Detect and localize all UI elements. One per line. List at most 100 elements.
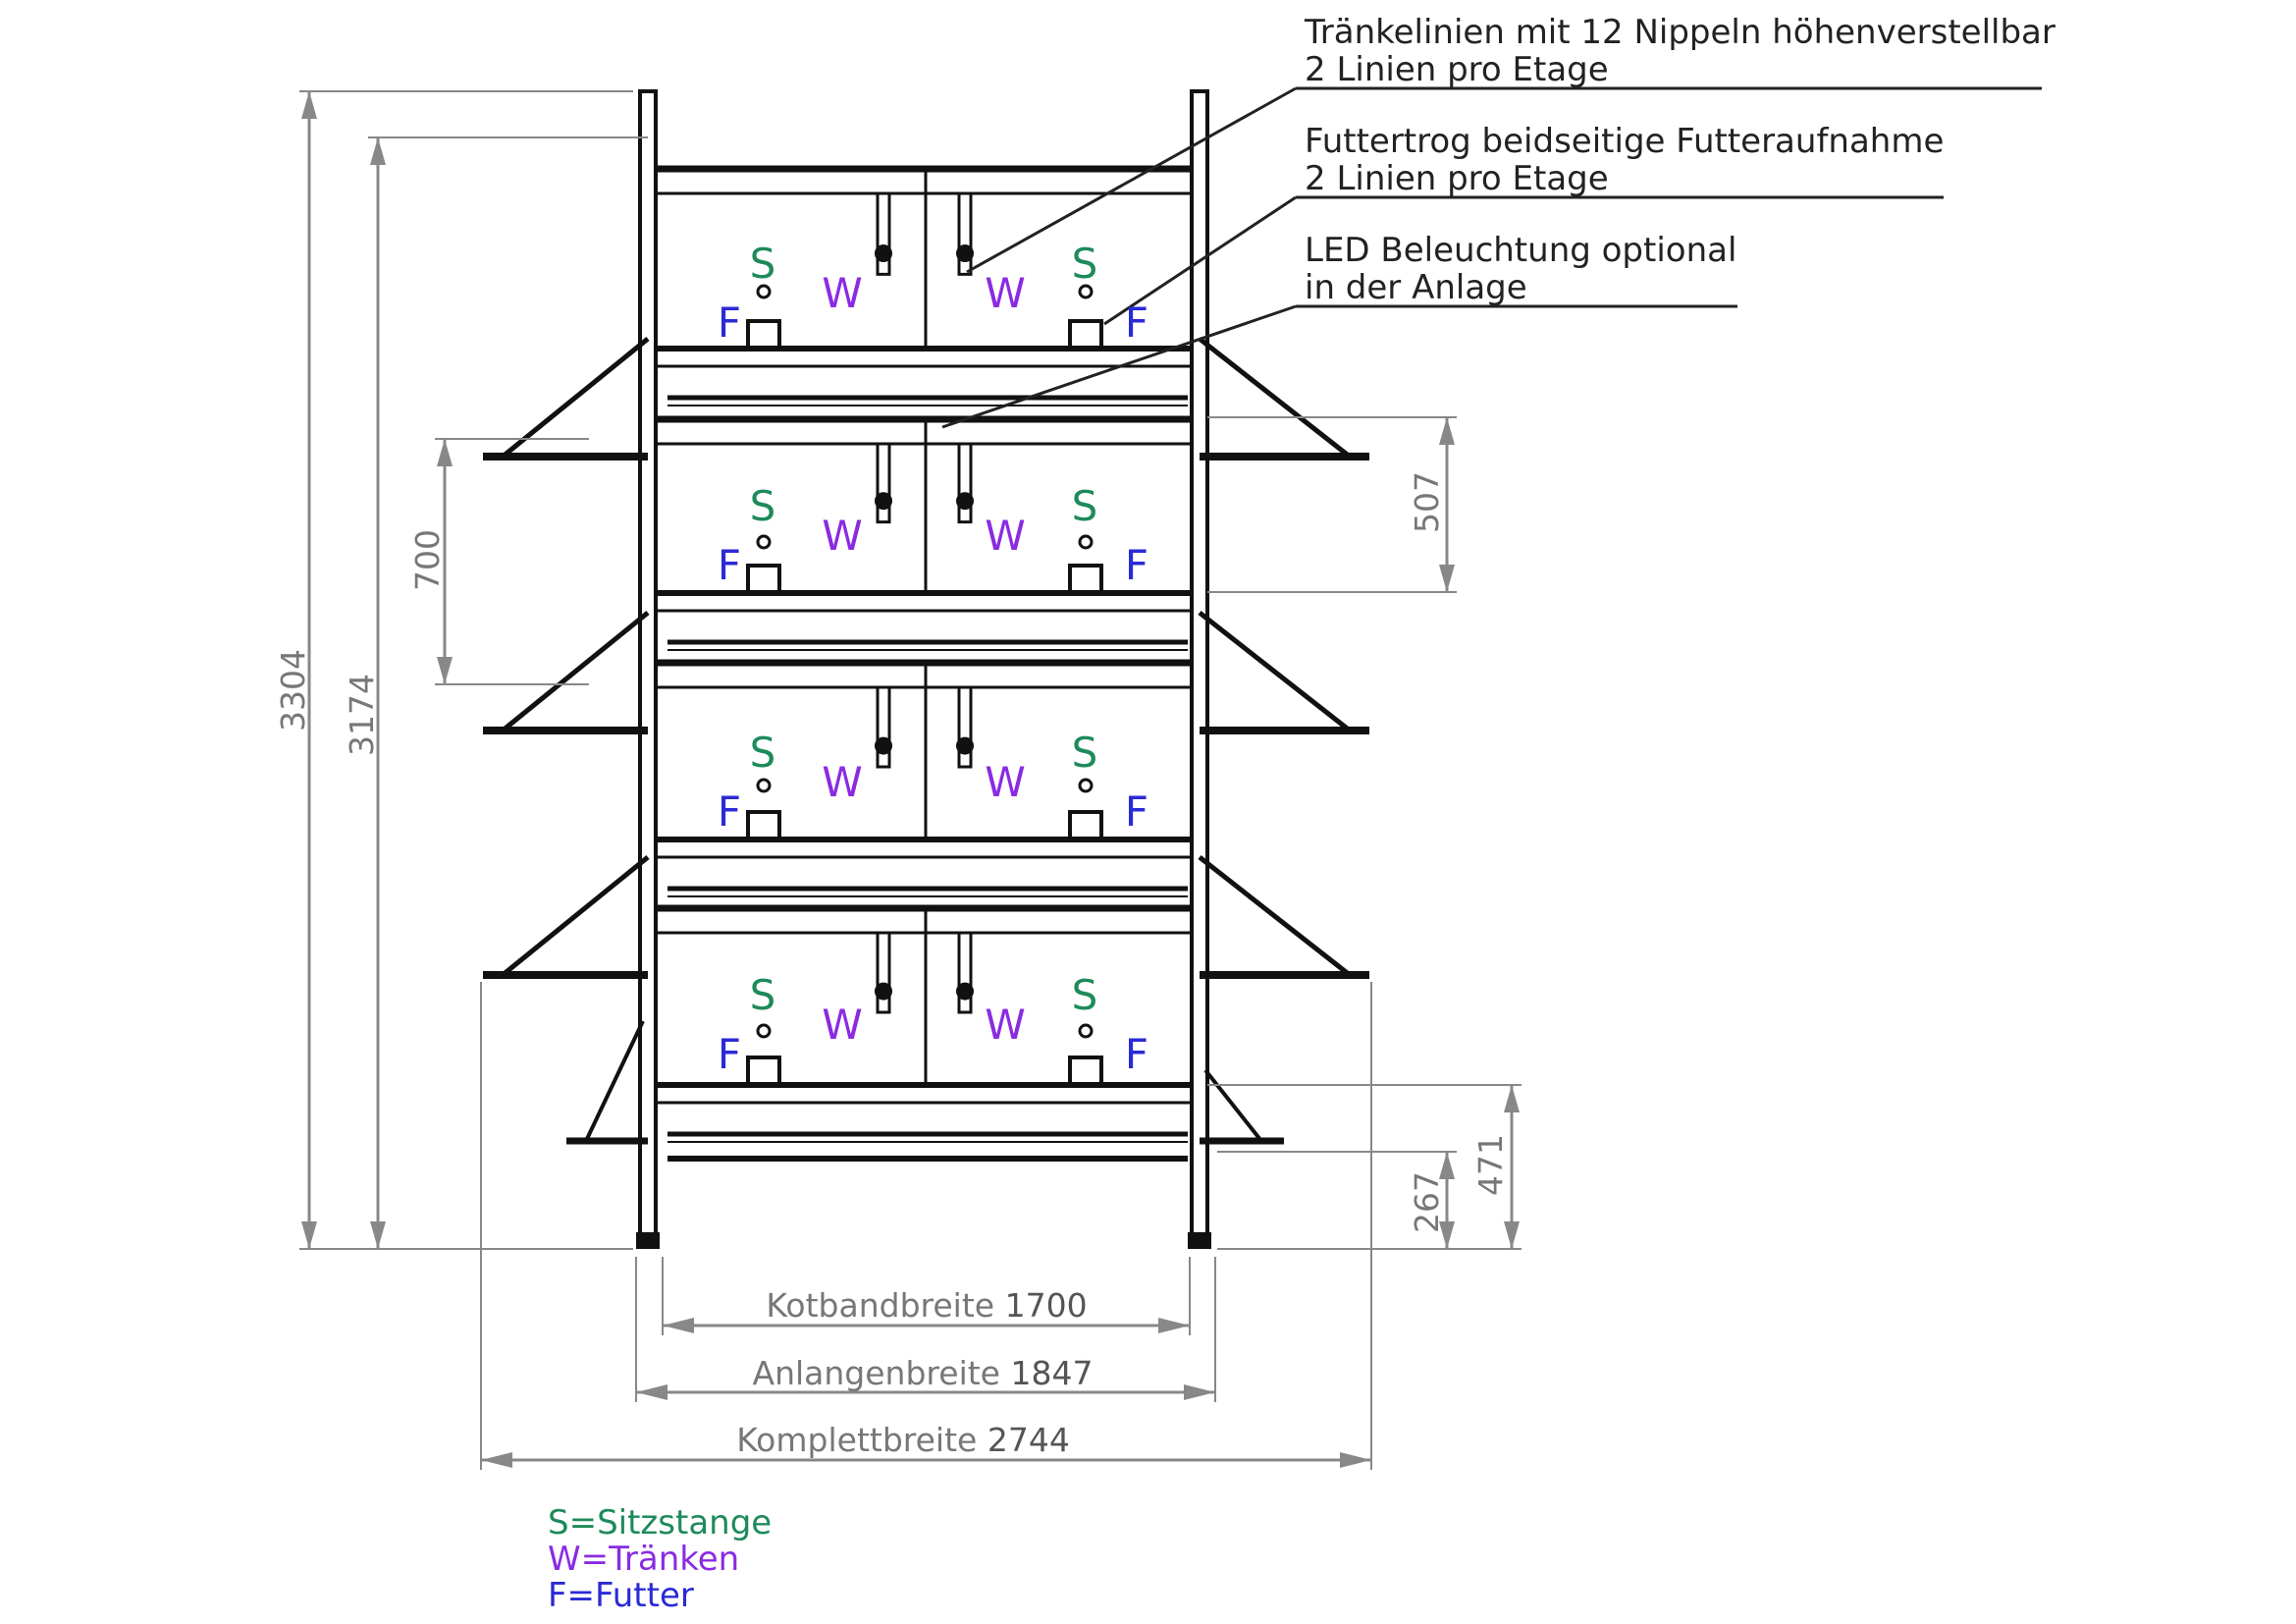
arrow-head [1184, 1384, 1215, 1400]
marker-perch: S [1072, 482, 1098, 530]
drinker-line [957, 191, 973, 276]
marker-water: W [822, 1001, 863, 1049]
drinker-line [876, 191, 891, 276]
marker-feed: F [1125, 541, 1148, 589]
legend-water: W=Tränken [548, 1540, 739, 1579]
dim-komplett-value: 2744 [988, 1421, 1070, 1459]
wing-strut-left [501, 611, 650, 732]
dim-anlage: Anlangenbreite 1847 [753, 1354, 1094, 1392]
drinker-nipple [956, 736, 974, 755]
annotation-leader [941, 304, 1297, 429]
marker-feed: F [1125, 787, 1148, 836]
post-foot [1188, 1232, 1211, 1249]
marker-feed: F [1125, 1030, 1148, 1078]
drinker-line [876, 685, 891, 769]
annotation-leader [966, 86, 1297, 274]
dim-total-height: 3304 [274, 649, 312, 731]
drinker-line [876, 931, 891, 1014]
wing-strut-left [501, 337, 650, 459]
arrow-head [301, 1221, 317, 1249]
marker-feed: F [718, 298, 741, 347]
arrow-head [1340, 1452, 1371, 1468]
arrow-head [481, 1452, 512, 1468]
dim-perch-spacing: 700 [408, 529, 447, 591]
wing-strut-right [1198, 337, 1352, 459]
arrow-head [1439, 1152, 1455, 1179]
dim-post-height: 3174 [343, 674, 381, 756]
dim-kotband-label: Kotbandbreite [766, 1286, 994, 1325]
marker-feed: F [1125, 298, 1148, 347]
perch-rod [756, 284, 772, 299]
marker-perch: S [1072, 729, 1098, 777]
wing-strut-left [501, 855, 650, 977]
dim-komplett: Komplettbreite 2744 [736, 1421, 1070, 1459]
dim-tier-spacing: 507 [1408, 471, 1446, 533]
dim-komplett-label: Komplettbreite [736, 1421, 977, 1459]
feed-trough [1068, 319, 1103, 351]
drinker-nipple [956, 244, 974, 263]
arrow-head [663, 1318, 694, 1333]
arrow-head [1504, 1221, 1520, 1249]
drinker-nipple [875, 736, 892, 755]
drinker-nipple [875, 492, 892, 511]
annotation-feeder-line1: Futtertrog beidseitige Futteraufnahme [1305, 122, 1944, 161]
drinker-line [957, 685, 973, 769]
annotation-led-line2: in der Anlage [1305, 268, 1527, 307]
post-left [638, 89, 658, 1247]
marker-perch: S [1072, 971, 1098, 1019]
perch-rod [1078, 778, 1094, 793]
drinker-nipple [875, 982, 892, 1001]
marker-perch: S [750, 971, 776, 1019]
perch-rod [1078, 1023, 1094, 1039]
feed-trough [746, 810, 781, 841]
drinker-nipple [875, 244, 892, 263]
feed-trough [1068, 564, 1103, 595]
arrow-head [437, 657, 453, 684]
feed-trough [746, 564, 781, 595]
perch-rod [756, 778, 772, 793]
arrow-head [301, 91, 317, 119]
arrow-head [636, 1384, 667, 1400]
arrow-head [437, 439, 453, 466]
wing-strut-right [1198, 855, 1352, 977]
marker-water: W [822, 269, 863, 317]
marker-water: W [822, 512, 863, 560]
dim-bottom-lower: 267 [1408, 1171, 1446, 1233]
marker-feed: F [718, 787, 741, 836]
dim-kotband-value: 1700 [1005, 1286, 1088, 1325]
annotation-drinker-line1: Tränkelinien mit 12 Nippeln höhenverstel… [1304, 13, 2056, 52]
dim-anlage-value: 1847 [1010, 1354, 1093, 1392]
wing-strut-right [1198, 611, 1352, 732]
marker-water: W [985, 758, 1026, 806]
arrow-head [370, 137, 386, 165]
perch-rod [756, 534, 772, 550]
dimension-lines [299, 86, 2042, 1470]
arrow-head [1439, 565, 1455, 592]
post-foot [636, 1232, 660, 1249]
arrow-head [1439, 417, 1455, 445]
bottom-strut-right [1203, 1068, 1263, 1143]
drinker-line [957, 442, 973, 524]
bottom-strut-left [584, 1020, 645, 1142]
marker-perch: S [750, 240, 776, 288]
marker-water: W [822, 758, 863, 806]
drinker-line [876, 442, 891, 524]
dim-kotband: Kotbandbreite 1700 [766, 1286, 1087, 1325]
annotation-feeder-line2: 2 Linien pro Etage [1305, 159, 1609, 198]
perch-rod [1078, 534, 1094, 550]
legend-perch: S=Sitzstange [548, 1503, 772, 1543]
drinker-line [957, 931, 973, 1014]
dim-anlage-label: Anlangenbreite [753, 1354, 1000, 1392]
feed-trough [1068, 810, 1103, 841]
feed-trough [746, 319, 781, 351]
marker-perch: S [750, 729, 776, 777]
arrow-head [370, 1221, 386, 1249]
perch-rod [1078, 284, 1094, 299]
drinker-nipple [956, 982, 974, 1001]
annotation-leader [1103, 195, 1297, 326]
marker-water: W [985, 1001, 1026, 1049]
drinker-nipple [956, 492, 974, 511]
feed-trough [746, 1056, 781, 1087]
legend-feed: F=Futter [548, 1576, 694, 1615]
